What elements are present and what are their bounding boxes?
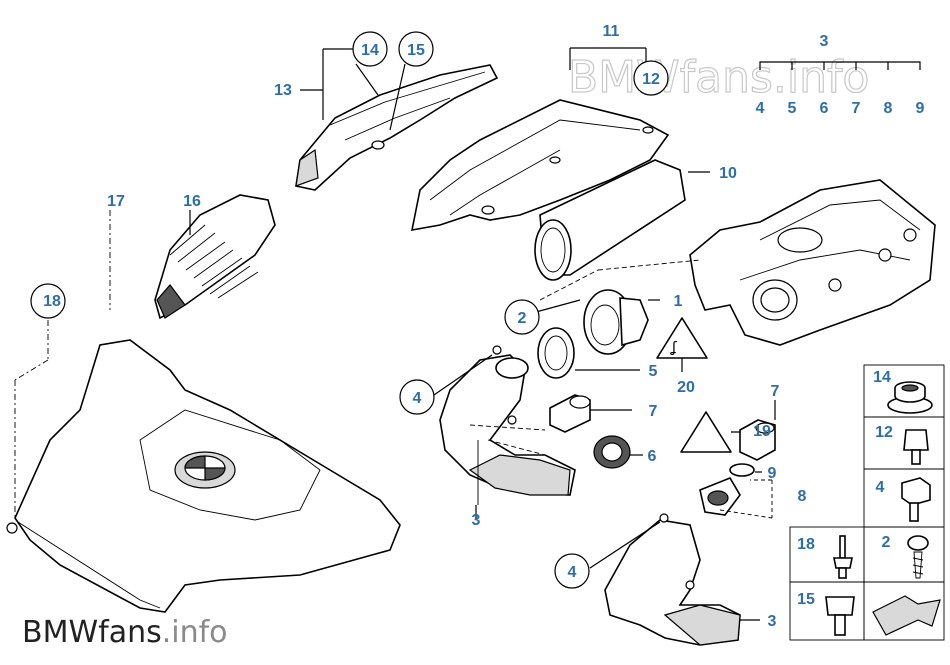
callout-5: 5 [649, 363, 658, 380]
callout-4b: 4 [568, 564, 577, 581]
intake-snorkel-part [295, 64, 499, 191]
callout-15: 15 [407, 42, 425, 59]
callout-10: 10 [719, 165, 737, 182]
table-label-15: 15 [797, 591, 815, 608]
bracket-3 [759, 61, 921, 70]
callout-3-top: 3 [820, 33, 829, 50]
valve-part-8 [699, 477, 741, 516]
cylinder-head-cover-part [689, 179, 936, 346]
callout-circle-15 [398, 31, 434, 67]
callout-20: 20 [677, 379, 695, 396]
callout-7a: 7 [649, 403, 658, 420]
callout-circle-2 [504, 299, 540, 335]
callout-circle-4b [554, 553, 590, 589]
warning-label-20: ʆ [656, 317, 708, 359]
callout-1: 1 [674, 293, 683, 310]
callout-17: 17 [107, 193, 125, 210]
small-parts-table [789, 364, 945, 641]
callout-8: 8 [798, 488, 807, 505]
table-label-2: 2 [882, 534, 891, 551]
callout-14: 14 [361, 42, 379, 59]
callout-6: 6 [648, 448, 657, 465]
callout-circle-4a [399, 379, 435, 415]
svg-text:ʆ: ʆ [670, 340, 677, 356]
warning-label-19 [680, 411, 732, 453]
o-ring-part-9 [729, 463, 755, 477]
callout-16: 16 [183, 193, 201, 210]
flange-part-1 [583, 289, 649, 355]
callout-8-top: 8 [884, 100, 893, 117]
callout-circle-12 [633, 60, 669, 96]
callout-3-upper: 3 [472, 512, 481, 529]
table-label-4: 4 [876, 479, 885, 496]
callout-7-top: 7 [852, 100, 861, 117]
table-label-14: 14 [873, 369, 891, 386]
callout-4-top: 4 [756, 100, 765, 117]
air-filter-element-part [534, 159, 686, 281]
direction-arrow-icon [872, 595, 941, 636]
callout-9: 9 [768, 465, 777, 482]
bellows-part [154, 194, 276, 320]
callout-9-top: 9 [916, 100, 925, 117]
callout-circle-14 [352, 31, 388, 67]
table-label-12: 12 [875, 424, 893, 441]
callout-5-top: 5 [788, 100, 797, 117]
cap-part-7a [549, 394, 591, 433]
cap-part-7b [739, 419, 776, 461]
hose-coupling-part-6 [593, 435, 631, 469]
callout-4a: 4 [413, 390, 422, 407]
callout-circle-18 [30, 283, 66, 319]
table-label-18: 18 [797, 536, 815, 553]
callout-3-lower: 3 [768, 613, 777, 630]
callout-13: 13 [274, 82, 292, 99]
callout-12: 12 [642, 71, 660, 88]
watermark-top: BMWfans.info [568, 52, 869, 103]
engine-cover-part [6, 339, 401, 613]
watermark-bottom: BMWfans.info [22, 615, 228, 650]
callout-7b: 7 [771, 383, 780, 400]
callout-11: 11 [603, 23, 620, 40]
intake-duct-lower-part [604, 513, 741, 646]
callout-6-top: 6 [820, 100, 829, 117]
seal-ring-part [537, 327, 575, 379]
callout-18: 18 [43, 293, 61, 310]
air-filter-housing-part [410, 99, 670, 231]
callout-19: 19 [753, 423, 771, 440]
callout-2: 2 [518, 310, 527, 327]
